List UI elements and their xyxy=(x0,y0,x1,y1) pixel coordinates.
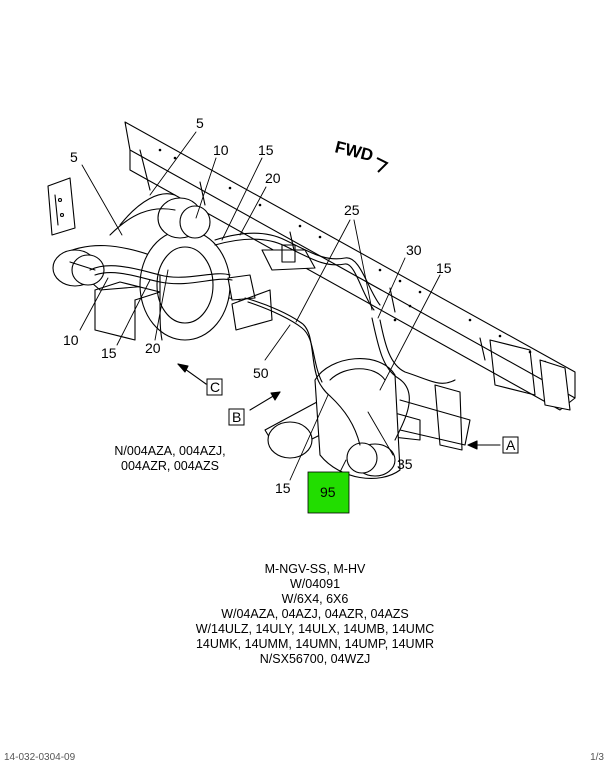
note-left-line: 004AZR, 004AZS xyxy=(121,459,219,473)
note-bottom-line: W/04091 xyxy=(289,577,341,591)
note-bottom-line: W/14ULZ, 14ULY, 14ULX, 14UMB, 14UMC xyxy=(195,622,435,636)
page-indicator: 1/3 xyxy=(590,752,604,763)
valve-cluster xyxy=(227,244,316,331)
drawing-number: 14-032-0304-09 xyxy=(4,752,76,763)
note-bottom-line: W/6X4, 6X6 xyxy=(281,592,349,606)
view-arrows xyxy=(177,363,501,450)
callout-10-left[interactable]: 10 xyxy=(63,332,79,348)
view-box-a[interactable]: A xyxy=(502,436,519,454)
callout-50[interactable]: 50 xyxy=(253,365,269,381)
view-label-a: A xyxy=(506,437,516,453)
leader-lines xyxy=(79,131,441,485)
callout-5-top[interactable]: 5 xyxy=(196,115,204,131)
applicability-note-left: N/004AZA, 004AZJ, 004AZR, 004AZS xyxy=(80,444,260,474)
view-box-b[interactable]: B xyxy=(228,408,245,426)
view-label-c: C xyxy=(210,379,220,395)
fwd-label: FWD xyxy=(333,137,375,165)
note-bottom-line: N/SX56700, 04WZJ xyxy=(259,652,371,666)
callout-15-top[interactable]: 15 xyxy=(258,142,274,158)
note-bottom-line: 14UMK, 14UMM, 14UMN, 14UMP, 14UMR xyxy=(195,637,435,651)
left-bracket xyxy=(47,177,76,236)
callout-5-left[interactable]: 5 xyxy=(70,149,78,165)
note-left-line: N/004AZA, 004AZJ, xyxy=(114,444,226,458)
applicability-note-bottom: M-NGV-SS, M-HV W/04091 W/6X4, 6X6 W/04AZ… xyxy=(160,562,470,667)
upper-brake-chamber xyxy=(157,197,211,239)
callout-35[interactable]: 35 xyxy=(397,456,413,472)
right-bracket xyxy=(434,339,571,451)
callout-15-left[interactable]: 15 xyxy=(101,345,117,361)
view-label-b: B xyxy=(232,409,241,425)
highlight-box-95[interactable] xyxy=(307,471,350,514)
callout-20-left[interactable]: 20 xyxy=(145,340,161,356)
fwd-arrow-icon xyxy=(376,157,389,173)
air-lines xyxy=(89,193,456,446)
note-bottom-line: M-NGV-SS, M-HV xyxy=(264,562,366,576)
front-brake-chamber xyxy=(267,421,396,477)
left-brake-chamber xyxy=(52,249,105,287)
callout-10-top[interactable]: 10 xyxy=(213,142,229,158)
view-box-c[interactable]: C xyxy=(206,378,223,396)
callout-15-right[interactable]: 15 xyxy=(436,260,452,276)
note-bottom-line: W/04AZA, 04AZJ, 04AZR, 04AZS xyxy=(221,607,409,621)
callout-20-top[interactable]: 20 xyxy=(265,170,281,186)
callout-15-bottom[interactable]: 15 xyxy=(275,480,291,496)
callout-95[interactable]: 95 xyxy=(320,484,336,500)
callout-30[interactable]: 30 xyxy=(406,242,422,258)
callout-25[interactable]: 25 xyxy=(344,202,360,218)
